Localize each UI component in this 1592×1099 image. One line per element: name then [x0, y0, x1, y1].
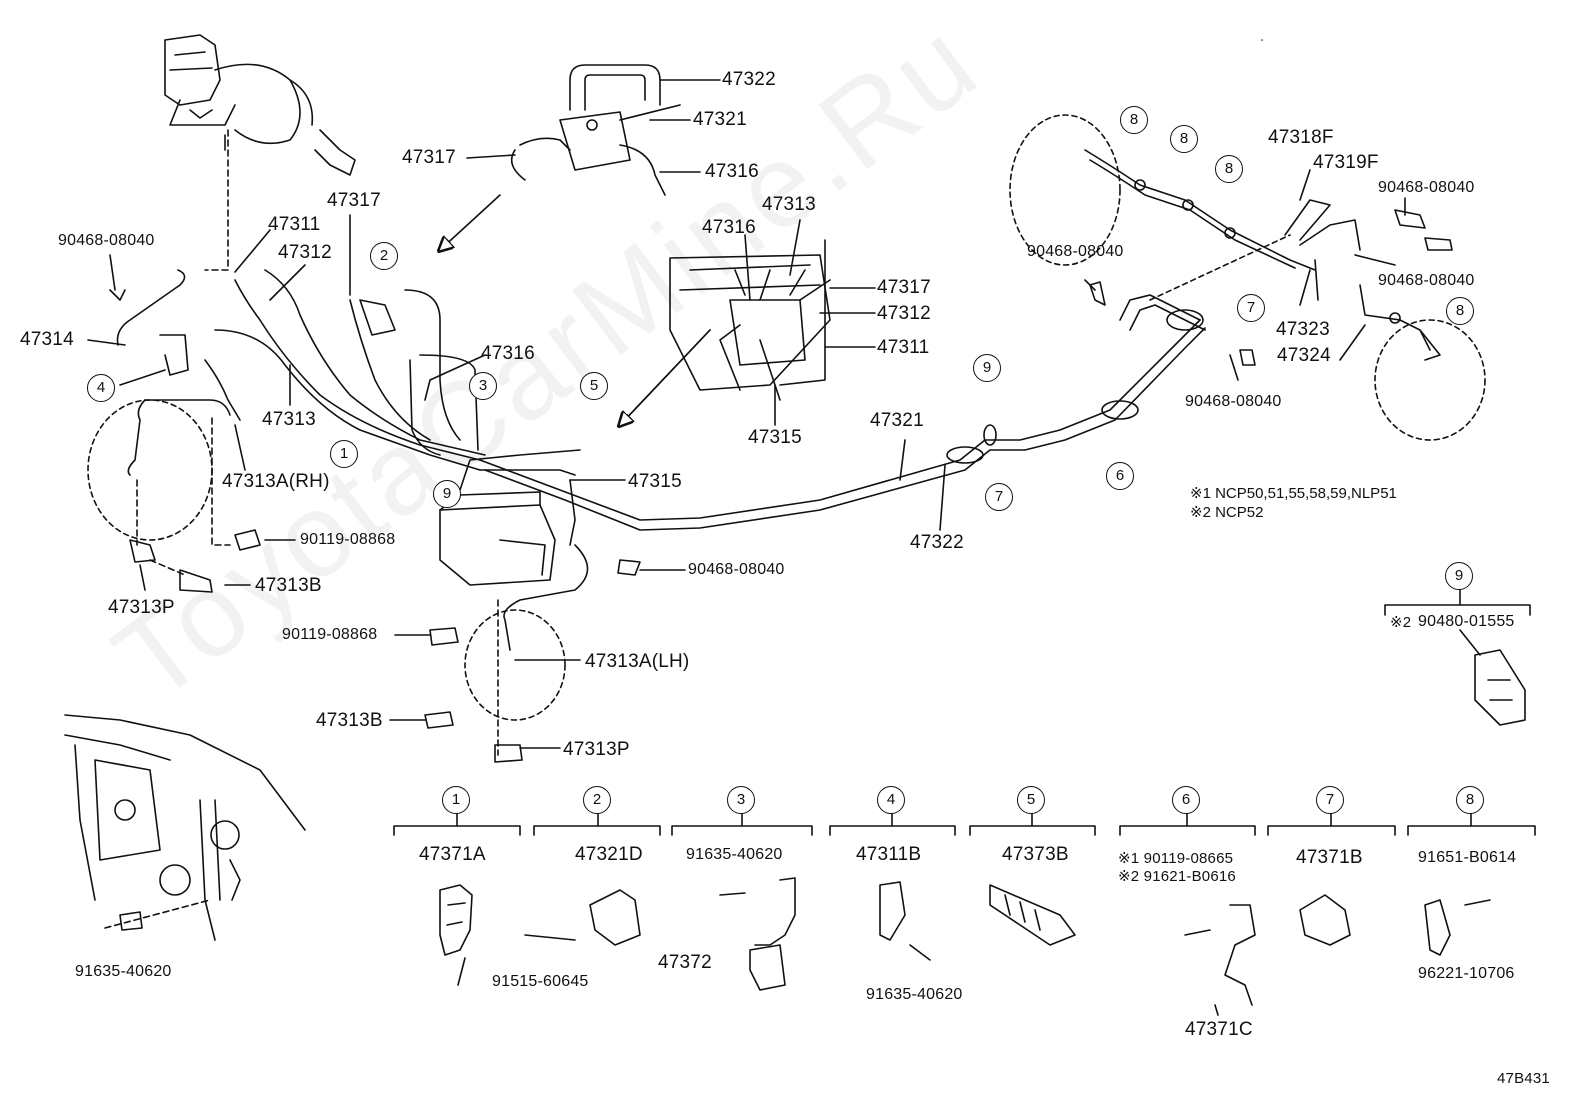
abs-actuator-drawing: [424, 449, 641, 763]
legend-part-47311B[interactable]: 47311B: [856, 844, 922, 865]
legend-part-47371A[interactable]: 47371A: [419, 844, 486, 865]
callout-7b[interactable]: 7: [1237, 294, 1265, 322]
part-label-47322[interactable]: 47322: [722, 69, 776, 90]
callout-9a[interactable]: 9: [973, 354, 1001, 382]
part-label-47318F[interactable]: 47318F: [1268, 127, 1334, 148]
front-right-hose: [87, 269, 261, 593]
diagram-code: 47B431: [1497, 1070, 1550, 1087]
callout-9-key[interactable]: 9: [1445, 562, 1473, 590]
part-label-47313-inset[interactable]: 47313: [762, 194, 816, 215]
part-note-mark: ※2: [1390, 614, 1412, 631]
callout-5[interactable]: 5: [580, 372, 608, 400]
part-label-47323[interactable]: 47323: [1276, 319, 1330, 340]
model-note-2: ※2 NCP52: [1190, 504, 1264, 521]
callout-1[interactable]: 1: [330, 440, 358, 468]
legend-part-91635-b[interactable]: 91635-40620: [866, 986, 963, 1003]
legend-brackets: [393, 811, 1536, 836]
part-label-47313[interactable]: 47313: [262, 409, 316, 430]
part-label-91635-dash[interactable]: 91635-40620: [75, 963, 172, 980]
legend-num-6: 6: [1172, 786, 1200, 814]
model-note-1: ※1 NCP50,51,55,58,59,NLP51: [1190, 485, 1397, 502]
callout-4[interactable]: 4: [87, 374, 115, 402]
master-cylinder-drawing: [164, 34, 356, 176]
part-label-90468-r2[interactable]: 90468-08040: [1378, 179, 1475, 196]
legend-num-1: 1: [442, 786, 470, 814]
legend-num-3: 3: [727, 786, 755, 814]
legend-part-96221[interactable]: 96221-10706: [1418, 965, 1515, 982]
firewall-drawing: [64, 714, 306, 941]
part-label-90468-left[interactable]: 90468-08040: [58, 232, 155, 249]
legend-part-91515[interactable]: 91515-60645: [492, 973, 589, 990]
legend-num-4: 4: [877, 786, 905, 814]
rear-brake-lines: [479, 309, 1206, 531]
callout-6[interactable]: 6: [1106, 462, 1134, 490]
legend-num-7: 7: [1316, 786, 1344, 814]
part-label-90119-a[interactable]: 90119-08868: [300, 531, 396, 548]
legend-part-47371B[interactable]: 47371B: [1296, 847, 1363, 868]
part-label-47313P-b[interactable]: 47313P: [563, 739, 630, 760]
part-label-90468-r3[interactable]: 90468-08040: [1378, 272, 1475, 289]
legend-num-8: 8: [1456, 786, 1484, 814]
part-label-47313A-RH[interactable]: 47313A(RH): [222, 471, 330, 492]
callout-9b[interactable]: 9: [433, 480, 461, 508]
legend-part-91621[interactable]: ※2 91621-B0616: [1118, 868, 1236, 885]
legend-num-2: 2: [583, 786, 611, 814]
callout-3[interactable]: 3: [469, 372, 497, 400]
legend-part-91635-a[interactable]: 91635-40620: [686, 846, 783, 863]
legend-num-5: 5: [1017, 786, 1045, 814]
part-label-90468-mid[interactable]: 90468-08040: [688, 561, 785, 578]
callout-8c[interactable]: 8: [1215, 155, 1243, 183]
part-label-47313A-LH[interactable]: 47313A(LH): [585, 651, 690, 672]
part-label-47322-mid[interactable]: 47322: [910, 532, 964, 553]
part-label-47321[interactable]: 47321: [693, 109, 747, 130]
part-label-47316[interactable]: 47316: [705, 161, 759, 182]
part-label-47317-inset[interactable]: 47317: [877, 277, 931, 298]
part-label-47313B-b[interactable]: 47313B: [316, 710, 383, 731]
legend-part-90119-08665[interactable]: ※1 90119-08665: [1118, 850, 1234, 867]
part-label-90468-r1[interactable]: 90468-08040: [1027, 243, 1124, 260]
legend-part-91651[interactable]: 91651-B0614: [1418, 849, 1517, 866]
direction-arrows: [620, 329, 711, 425]
part-label-47312[interactable]: 47312: [278, 242, 332, 263]
part-label-90468-r4[interactable]: 90468-08040: [1185, 393, 1282, 410]
legend-part-47372[interactable]: 47372: [658, 952, 712, 973]
part-label-47311-inset[interactable]: 47311: [877, 337, 930, 358]
legend-part-47373B[interactable]: 47373B: [1002, 844, 1069, 865]
part-label-47316-mid[interactable]: 47316: [481, 343, 535, 364]
part-label-47324[interactable]: 47324: [1277, 345, 1331, 366]
part-label-47319F[interactable]: 47319F: [1313, 152, 1379, 173]
legend-part-47371C[interactable]: 47371C: [1185, 1019, 1253, 1040]
leader-lines: [87, 39, 1531, 749]
actuator-inset-drawing: [669, 239, 831, 401]
legend-parts: [439, 877, 1491, 1016]
part-label-47313P-a[interactable]: 47313P: [108, 597, 175, 618]
callout-8d[interactable]: 8: [1446, 297, 1474, 325]
part-label-90119-b[interactable]: 90119-08868: [282, 626, 378, 643]
part-label-47315-mid[interactable]: 47315: [628, 471, 682, 492]
clip-drawings: [1089, 209, 1526, 726]
part-label-90480[interactable]: 90480-01555: [1418, 613, 1515, 630]
part-label-47313B-a[interactable]: 47313B: [255, 575, 322, 596]
part-label-47314[interactable]: 47314: [20, 329, 74, 350]
part-label-47315-inset[interactable]: 47315: [748, 427, 802, 448]
callout-2[interactable]: 2: [370, 242, 398, 270]
part-label-47317-mid[interactable]: 47317: [327, 190, 381, 211]
part-label-47316-inset[interactable]: 47316: [702, 217, 756, 238]
rear-axle-lines: [1009, 114, 1486, 441]
callout-7a[interactable]: 7: [985, 483, 1013, 511]
part-label-47312-inset[interactable]: 47312: [877, 303, 931, 324]
callout-8b[interactable]: 8: [1170, 125, 1198, 153]
part-label-47311[interactable]: 47311: [268, 214, 321, 235]
callout-8a[interactable]: 8: [1120, 106, 1148, 134]
legend-part-47321D[interactable]: 47321D: [575, 844, 643, 865]
part-label-47317[interactable]: 47317: [402, 147, 456, 168]
part-label-47321-mid[interactable]: 47321: [870, 410, 924, 431]
front-brake-lines: [214, 269, 486, 471]
